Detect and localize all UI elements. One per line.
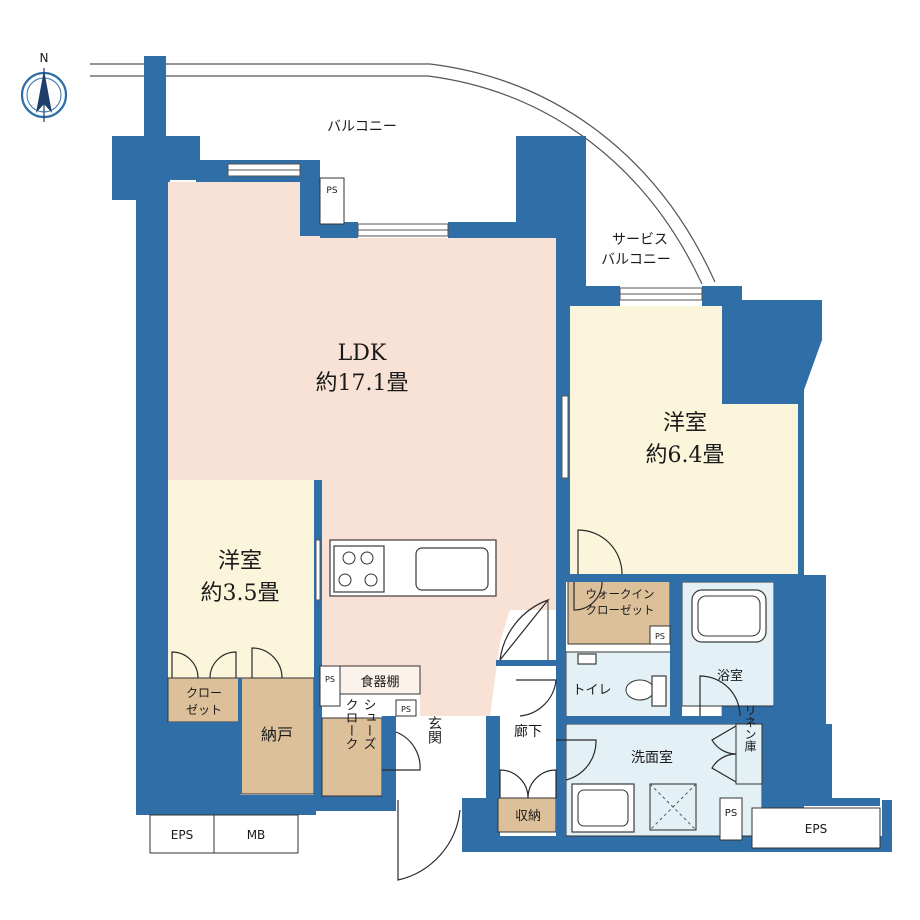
kitchen-counter bbox=[329, 539, 497, 597]
ldk-size: 約17.1畳 bbox=[316, 371, 409, 396]
bathroom-label: 浴室 bbox=[717, 668, 743, 684]
service-balcony-label-1: サービス bbox=[612, 232, 668, 248]
eps-label-right: EPS bbox=[805, 822, 827, 836]
closet-floor bbox=[167, 677, 241, 723]
compass-north-label: N bbox=[40, 51, 49, 65]
washroom-label: 洗面室 bbox=[631, 749, 673, 766]
ps-label-ldk: PS bbox=[325, 675, 335, 684]
washroom-fixtures bbox=[571, 783, 697, 833]
bathtub bbox=[691, 589, 767, 643]
bedroom-east-size: 約6.4畳 bbox=[646, 443, 725, 468]
ps-label-wic: PS bbox=[655, 632, 665, 641]
utility-boxes: EPS MB EPS bbox=[149, 807, 881, 854]
ldk-name: LDK bbox=[338, 341, 387, 366]
shoe-cloak-label-1: シューズ bbox=[361, 698, 376, 750]
shoe-cloak-label-2: クローク bbox=[343, 698, 358, 750]
nando-label: 納戸 bbox=[261, 725, 293, 744]
windows bbox=[227, 163, 703, 601]
storage-label: 収納 bbox=[515, 809, 541, 824]
linen-label: リネン庫 bbox=[743, 704, 757, 753]
bedroom-west-size: 約3.5畳 bbox=[201, 581, 280, 606]
closet-label-1: クロー bbox=[186, 686, 222, 700]
walk-in-closet-label-1: ウォークイン bbox=[586, 587, 655, 601]
linen-shelf bbox=[735, 723, 763, 785]
entrance-label: 玄関 bbox=[426, 715, 442, 745]
toilet-fixture bbox=[577, 653, 667, 707]
ps-label-entrance: PS bbox=[401, 705, 411, 714]
dish-shelf-label: 食器棚 bbox=[360, 674, 399, 690]
compass-icon: N bbox=[20, 51, 68, 122]
closet-label-2: ゼット bbox=[186, 703, 222, 717]
nando-floor bbox=[239, 677, 315, 795]
doors bbox=[171, 529, 741, 881]
bedroom-west-name: 洋室 bbox=[218, 549, 262, 574]
dish-shelf bbox=[339, 665, 421, 695]
walk-in-closet-label-2: クローゼット bbox=[586, 603, 655, 617]
toilet-label: トイレ bbox=[572, 683, 611, 698]
bedroom-west-floor bbox=[168, 480, 314, 678]
bedroom-east-floor bbox=[570, 306, 798, 574]
ps-boxes: PS PS PS PS PS bbox=[319, 177, 743, 841]
storage-floor bbox=[497, 797, 557, 833]
ps-label-bottom: PS bbox=[725, 808, 737, 819]
bedroom-east-name: 洋室 bbox=[663, 411, 707, 436]
eps-label-left: EPS bbox=[171, 828, 193, 842]
balcony-label: バルコニー bbox=[327, 119, 397, 135]
shoe-cloak-floor bbox=[321, 717, 383, 797]
ps-label-top: PS bbox=[326, 186, 337, 196]
hallway-label: 廊下 bbox=[514, 723, 542, 740]
mb-label: MB bbox=[247, 828, 266, 842]
service-balcony-label-2: バルコニー bbox=[601, 252, 671, 268]
